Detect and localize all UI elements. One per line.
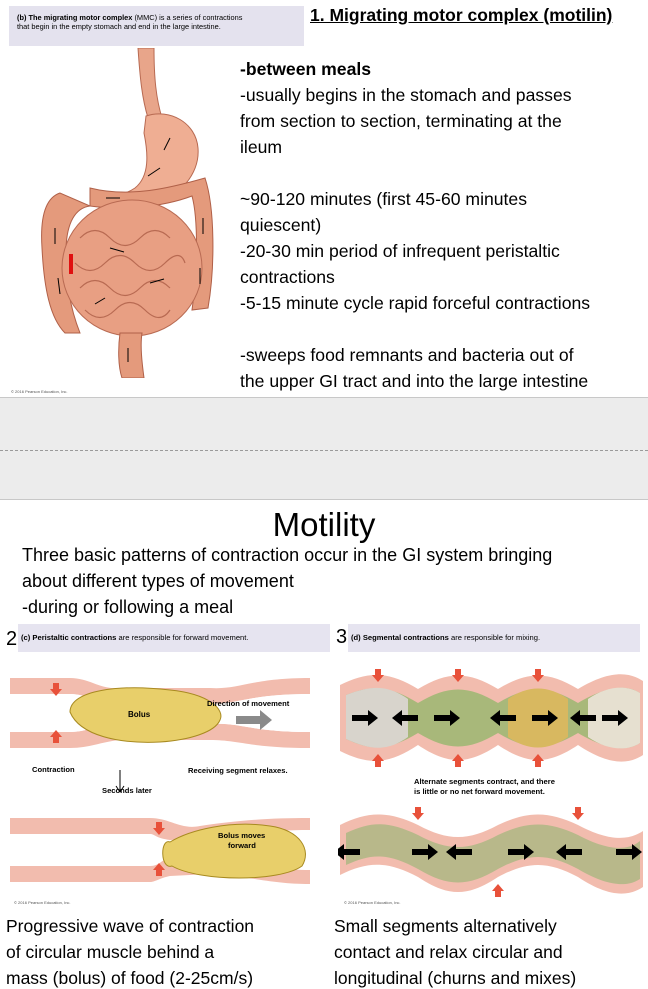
mmc-line: -20-30 min period of infrequent peristal… <box>240 238 645 264</box>
mmc-description: -between meals -usually begins in the st… <box>240 56 645 394</box>
caption-part: (b) <box>17 13 26 22</box>
receiving-label: Receiving segment relaxes. <box>188 766 288 775</box>
motility-intro: Three basic patterns of contraction occu… <box>22 542 552 620</box>
header-rest: are responsible for forward movement. <box>116 633 248 642</box>
slide1-title: 1. Migrating motor complex (motilin) <box>310 5 612 26</box>
slide-motility: Motility Three basic patterns of contrac… <box>0 499 648 989</box>
header-bold: Segmental contractions <box>363 633 449 642</box>
mmc-spacer <box>240 316 645 342</box>
mmc-line: the upper GI tract and into the large in… <box>240 368 645 394</box>
slide-mmc: (b) The migrating motor complex (MMC) is… <box>0 0 648 398</box>
caption-line: longitudinal (churns and mixes) <box>334 965 576 989</box>
mmc-line: -usually begins in the stomach and passe… <box>240 82 645 108</box>
peristalsis-diagram: Bolus Direction of movement Contraction … <box>10 670 320 905</box>
figure-caption-mmc: (b) The migrating motor complex (MMC) is… <box>9 6 304 46</box>
caption-line: Small segments alternatively <box>334 913 576 939</box>
slide2-title: Motility <box>0 506 648 544</box>
segmental-header: (d) Segmental contractions are responsib… <box>348 624 640 652</box>
forward-label: forward <box>228 841 256 850</box>
mmc-line: -between meals <box>240 56 645 82</box>
mmc-spacer <box>240 160 645 186</box>
caption-rest: (MMC) is a series of contractions <box>132 13 242 22</box>
caption-bold: The migrating motor complex <box>29 13 133 22</box>
alternate-label-1: Alternate segments contract, and there <box>414 777 555 786</box>
contraction-label: Contraction <box>32 765 75 774</box>
slide-separator <box>0 450 648 451</box>
gi-tract-illustration <box>20 48 220 378</box>
intro-line: about different types of movement <box>22 568 552 594</box>
intro-line: -during or following a meal <box>22 594 552 620</box>
bolus-moves-label: Bolus moves <box>218 831 265 840</box>
copyright-note: © 2016 Pearson Education, Inc. <box>14 900 71 905</box>
copyright-note: © 2016 Pearson Education, Inc. <box>344 900 401 905</box>
seconds-later-label: Seconds later <box>102 786 152 795</box>
caption-line: contact and relax circular and <box>334 939 576 965</box>
mmc-line: quiescent) <box>240 212 645 238</box>
mmc-line: from section to section, terminating at … <box>240 108 645 134</box>
mmc-line: contractions <box>240 264 645 290</box>
copyright-note: © 2016 Pearson Education, Inc. <box>11 389 68 394</box>
peristaltic-header: (c) Peristaltic contractions are respons… <box>18 624 330 652</box>
caption-line: of circular muscle behind a <box>6 939 254 965</box>
mmc-line: -5-15 minute cycle rapid forceful contra… <box>240 290 645 316</box>
mmc-line: ileum <box>240 134 645 160</box>
mmc-line: ~90-120 minutes (first 45-60 minutes <box>240 186 645 212</box>
segmental-caption: Small segments alternatively contact and… <box>334 913 576 989</box>
header-rest: are responsible for mixing. <box>449 633 540 642</box>
intro-line: Three basic patterns of contraction occu… <box>22 542 552 568</box>
direction-label: Direction of movement <box>207 699 290 708</box>
segmentation-diagram: Alternate segments contract, and there i… <box>338 665 648 905</box>
caption-line: mass (bolus) of food (2-25cm/s) <box>6 965 254 989</box>
peristaltic-caption: Progressive wave of contraction of circu… <box>6 913 254 989</box>
bolus-label: Bolus <box>128 710 151 719</box>
alternate-label-2: is little or no net forward movement. <box>414 787 545 796</box>
header-part: (d) <box>351 633 361 642</box>
mmc-line: -sweeps food remnants and bacteria out o… <box>240 342 645 368</box>
caption-line2: that begin in the empty stomach and end … <box>17 22 296 31</box>
caption-line: Progressive wave of contraction <box>6 913 254 939</box>
header-bold: Peristaltic contractions <box>32 633 116 642</box>
header-part: (c) <box>21 633 30 642</box>
